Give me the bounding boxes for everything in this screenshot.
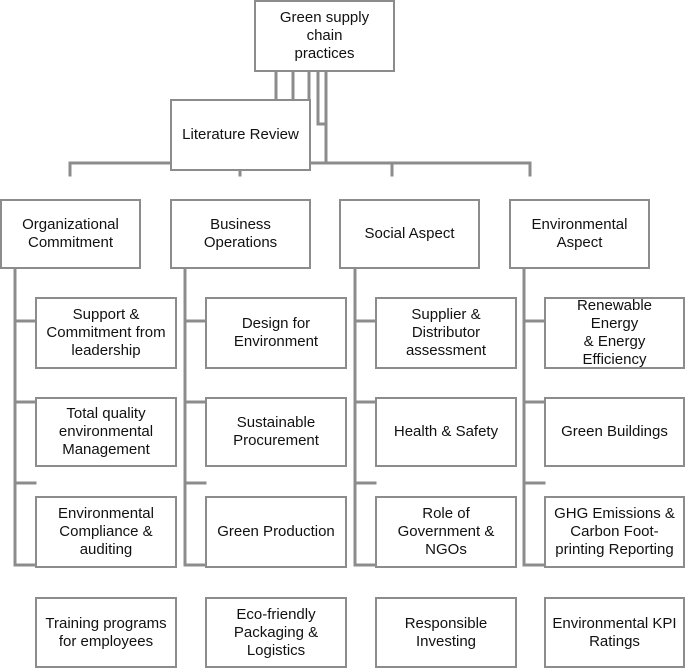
column-3-item-4: Responsible Investing (375, 597, 517, 668)
column-1-header: Organizational Commitment (0, 199, 141, 269)
column-4-item-2: Green Buildings (544, 397, 685, 467)
column-2-item-3: Green Production (205, 496, 347, 568)
column-2-item-4: Eco-friendly Packaging & Logistics (205, 597, 347, 668)
column-3-item-3: Role of Government & NGOs (375, 496, 517, 568)
column-2-item-2: Sustainable Procurement (205, 397, 347, 467)
column-1-item-1: Support & Commitment from leadership (35, 297, 177, 369)
column-1-item-3: Environmental Compliance & auditing (35, 496, 177, 568)
column-2-header: Business Operations (170, 199, 311, 269)
column-2-item-1: Design for Environment (205, 297, 347, 369)
column-3-header: Social Aspect (339, 199, 480, 269)
column-4-header: Environmental Aspect (509, 199, 650, 269)
literature-review-node: Literature Review (170, 99, 311, 171)
root-node: Green supply chain practices (254, 0, 395, 72)
column-3-item-2: Health & Safety (375, 397, 517, 467)
column-4-item-3: GHG Emissions & Carbon Foot- printing Re… (544, 496, 685, 568)
column-4-item-1: Renewable Energy & Energy Efficiency (544, 297, 685, 369)
column-1-item-2: Total quality environmental Management (35, 397, 177, 467)
column-1-item-4: Training programs for employees (35, 597, 177, 668)
column-3-item-1: Supplier & Distributor assessment (375, 297, 517, 369)
column-4-item-4: Environmental KPI Ratings (544, 597, 685, 668)
